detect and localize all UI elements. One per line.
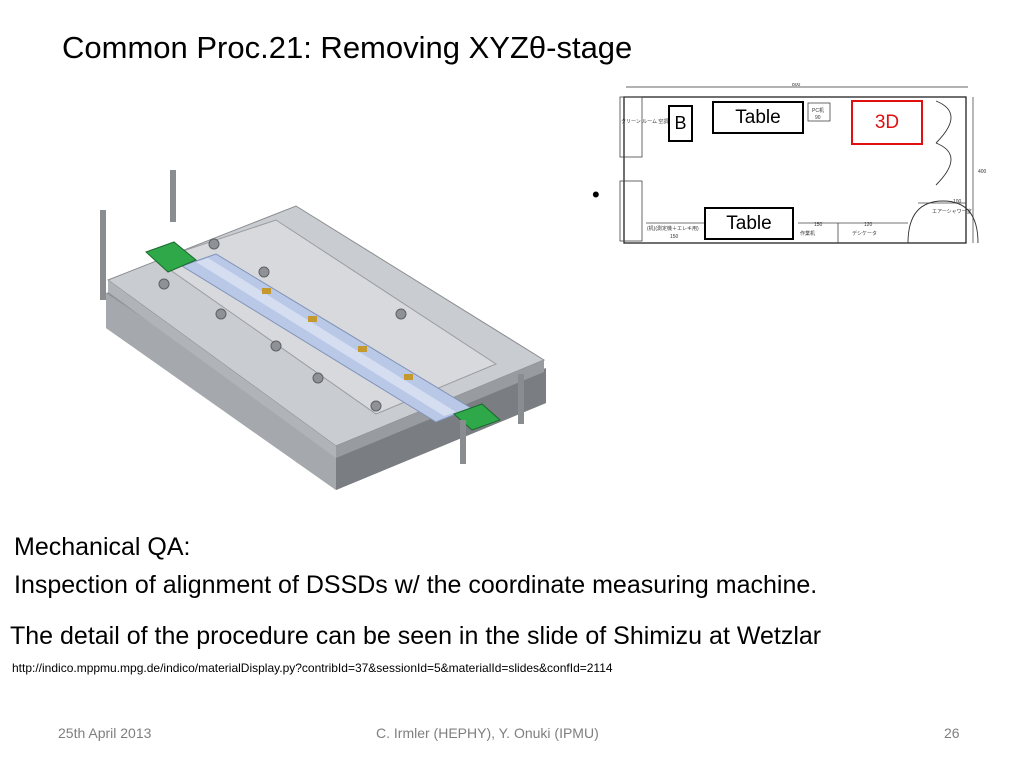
indico-link[interactable]: http://indico.mppmu.mpg.de/indico/materi… [12, 661, 613, 675]
stage-3d-image [100, 170, 546, 490]
footer-page-number: 26 [944, 725, 960, 741]
airshower-label: エアーシャワー室 [932, 208, 972, 215]
footer-authors: C. Irmler (HEPHY), Y. Onuki (IPMU) [376, 725, 599, 741]
pc-label: PC机 [812, 107, 824, 114]
body-line-inspection: Inspection of alignment of DSSDs w/ the … [14, 571, 818, 599]
slide-title: Common Proc.21: Removing XYZθ-stage [62, 30, 633, 65]
dim-150a: 150 [670, 234, 679, 240]
dim-150b: 150 [814, 222, 823, 228]
floor-plan: 800 クリーン ルーム 空調機器 PC机 90 100 エアーシャワー室 40… [619, 83, 987, 244]
floorplan-box-b: B [668, 105, 693, 142]
bottom-left-label: (机)(測定機＋エレキ用) [647, 225, 699, 232]
body-line-mechanical-qa: Mechanical QA: [14, 533, 191, 561]
floorplan-box-3d: 3D [851, 100, 923, 145]
pc-dim: 90 [815, 115, 821, 121]
dim-120: 120 [864, 222, 873, 228]
bullet-point: • [592, 182, 600, 207]
body-line-detail: The detail of the procedure can be seen … [10, 622, 822, 650]
footer-date: 25th April 2013 [58, 725, 152, 741]
dim-width: 800 [792, 83, 801, 88]
dim-height: 400 [978, 169, 987, 175]
dim-100: 100 [953, 199, 962, 205]
floorplan-box-table-bottom: Table [704, 207, 794, 240]
left-label: クリーン ルーム 空調機器 [621, 118, 678, 125]
floorplan-box-table-top: Table [712, 101, 804, 134]
work-label: 作業机 [800, 230, 815, 237]
desiccator-label: デシケータ [852, 230, 877, 237]
